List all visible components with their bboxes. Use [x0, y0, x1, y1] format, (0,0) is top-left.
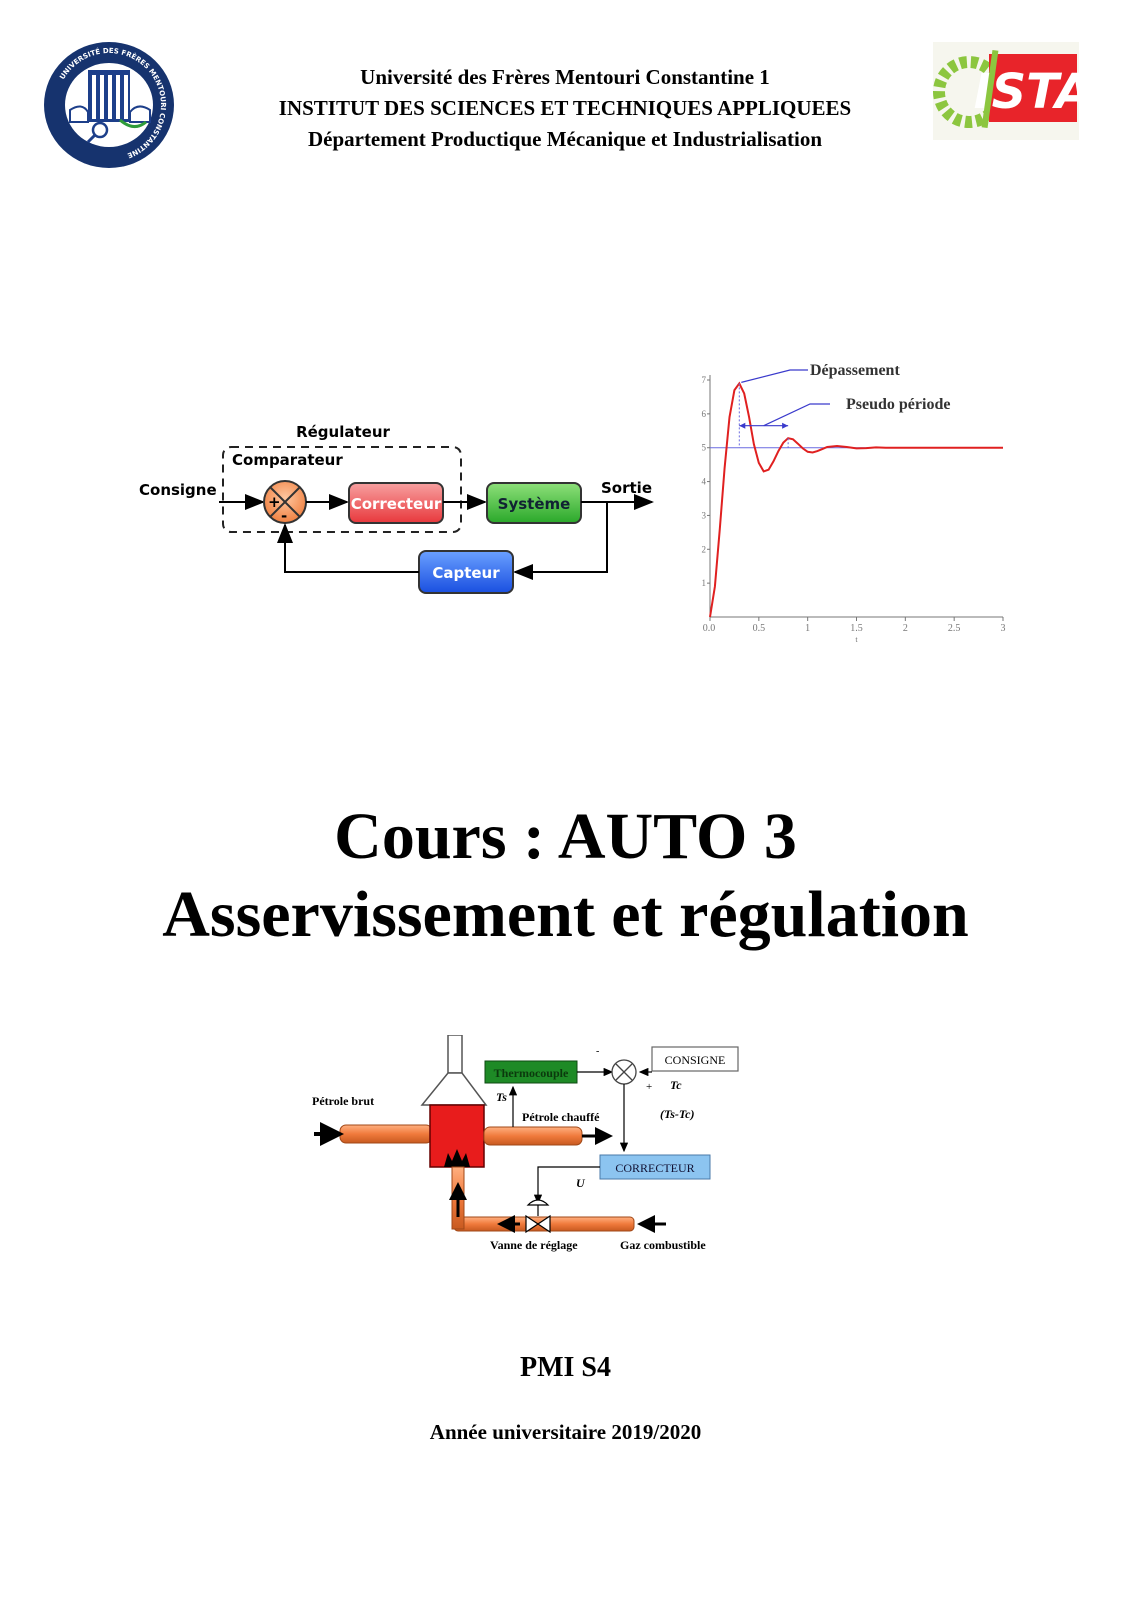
comparator-plus: + — [268, 493, 281, 511]
heated-oil-label: Pétrole chauffé — [522, 1110, 600, 1124]
regulator-label: Régulateur — [296, 423, 390, 441]
university-name: Université des Frères Mentouri Constanti… — [360, 65, 770, 89]
error-label: (Ts-Tc) — [660, 1107, 694, 1121]
setpoint-label: Consigne — [139, 481, 217, 499]
flame-icon — [444, 1149, 470, 1167]
thermocouple-label: Thermocouple — [494, 1066, 569, 1080]
x-tick-label: 0.5 — [753, 623, 766, 634]
comparator-label: Comparateur — [232, 451, 343, 469]
gas-label: Gaz combustible — [620, 1238, 706, 1252]
setpoint-block — [651, 1046, 739, 1072]
y-tick-label: 5 — [702, 443, 707, 453]
process-comparator-plus: + — [646, 1081, 652, 1093]
valve-label: Vanne de réglage — [490, 1238, 578, 1252]
response-curve — [709, 381, 1003, 618]
x-tick-label: 1 — [805, 623, 810, 634]
step-response-chart: 0.5 1 1.5 2 2.5 3 0.0 t 1 2 3 4 5 6 7 DépassementPseud… — [702, 362, 1006, 644]
process-diagram: Pétrole brut Pétrole chauffé Thermocoupl… — [312, 1035, 739, 1252]
institute-logo: ISTA — [933, 42, 1079, 140]
process-comparator-minus: - — [596, 1046, 599, 1057]
output-label: Sortie — [601, 479, 652, 497]
y-tick-label: 6 — [702, 409, 707, 419]
system-label: Système — [498, 495, 571, 513]
crude-oil-label: Pétrole brut — [312, 1094, 374, 1108]
period-arrow-left — [739, 422, 746, 429]
department-name: Département Productique Mécanique et Ind… — [307, 127, 823, 151]
chart-lines — [709, 381, 1003, 618]
block-diagram: Régulateur Comparateur Consigne + - Corr… — [139, 423, 654, 594]
overshoot-label: Dépassement — [810, 362, 900, 379]
origin-label: 0.0 — [703, 623, 716, 634]
y-tick-label: 3 — [702, 510, 707, 520]
period-leader — [763, 403, 830, 427]
y-tick-label: 4 — [702, 477, 707, 487]
x-tick-label: 3 — [1001, 623, 1006, 634]
setpoint-block-label: CONSIGNE — [665, 1053, 726, 1067]
y-tick-label: 7 — [702, 375, 707, 385]
university-logo: UNIVERSITÉ DES FRÈRES MENTOURI CONSTANTI… — [44, 42, 174, 168]
y-tick-label: 2 — [702, 544, 707, 554]
process-corrector-block — [599, 1154, 711, 1180]
program-label: PMI S4 — [520, 1352, 611, 1383]
chart-ticks: 0.5 1 1.5 2 2.5 3 0.0 t 1 2 3 4 5 6 7 — [702, 375, 1006, 644]
sensor-label: Capteur — [432, 564, 500, 582]
y-tick-label: 1 — [702, 578, 707, 588]
ts-label: Ts — [496, 1090, 507, 1104]
x-axis-label: t — [855, 635, 858, 644]
overshoot-leader — [741, 369, 808, 383]
document-header: Université des Frères Mentouri Constanti… — [230, 62, 900, 155]
tc-label: Tc — [670, 1078, 682, 1092]
x-tick-label: 2.5 — [948, 623, 961, 634]
course-subtitle: Asservissement et régulation — [162, 878, 969, 951]
process-corrector-label: CORRECTEUR — [615, 1161, 694, 1175]
institute-name: INSTITUT DES SCIENCES ET TECHNIQUES APPL… — [278, 96, 852, 120]
course-title: Cours : AUTO 3 — [334, 800, 797, 873]
x-tick-label: 2 — [903, 623, 908, 634]
control-valve-icon — [525, 1199, 551, 1234]
academic-year: Année universitaire 2019/2020 — [429, 1420, 702, 1444]
pseudo-period-label: Pseudo période — [846, 396, 950, 413]
regulator-region — [222, 446, 462, 533]
period-arrow-right — [782, 422, 789, 429]
x-tick-label: 1.5 — [850, 623, 863, 634]
corrector-label: Correcteur — [351, 495, 442, 513]
u-label: U — [576, 1176, 586, 1190]
comparator-minus: - — [281, 507, 287, 525]
